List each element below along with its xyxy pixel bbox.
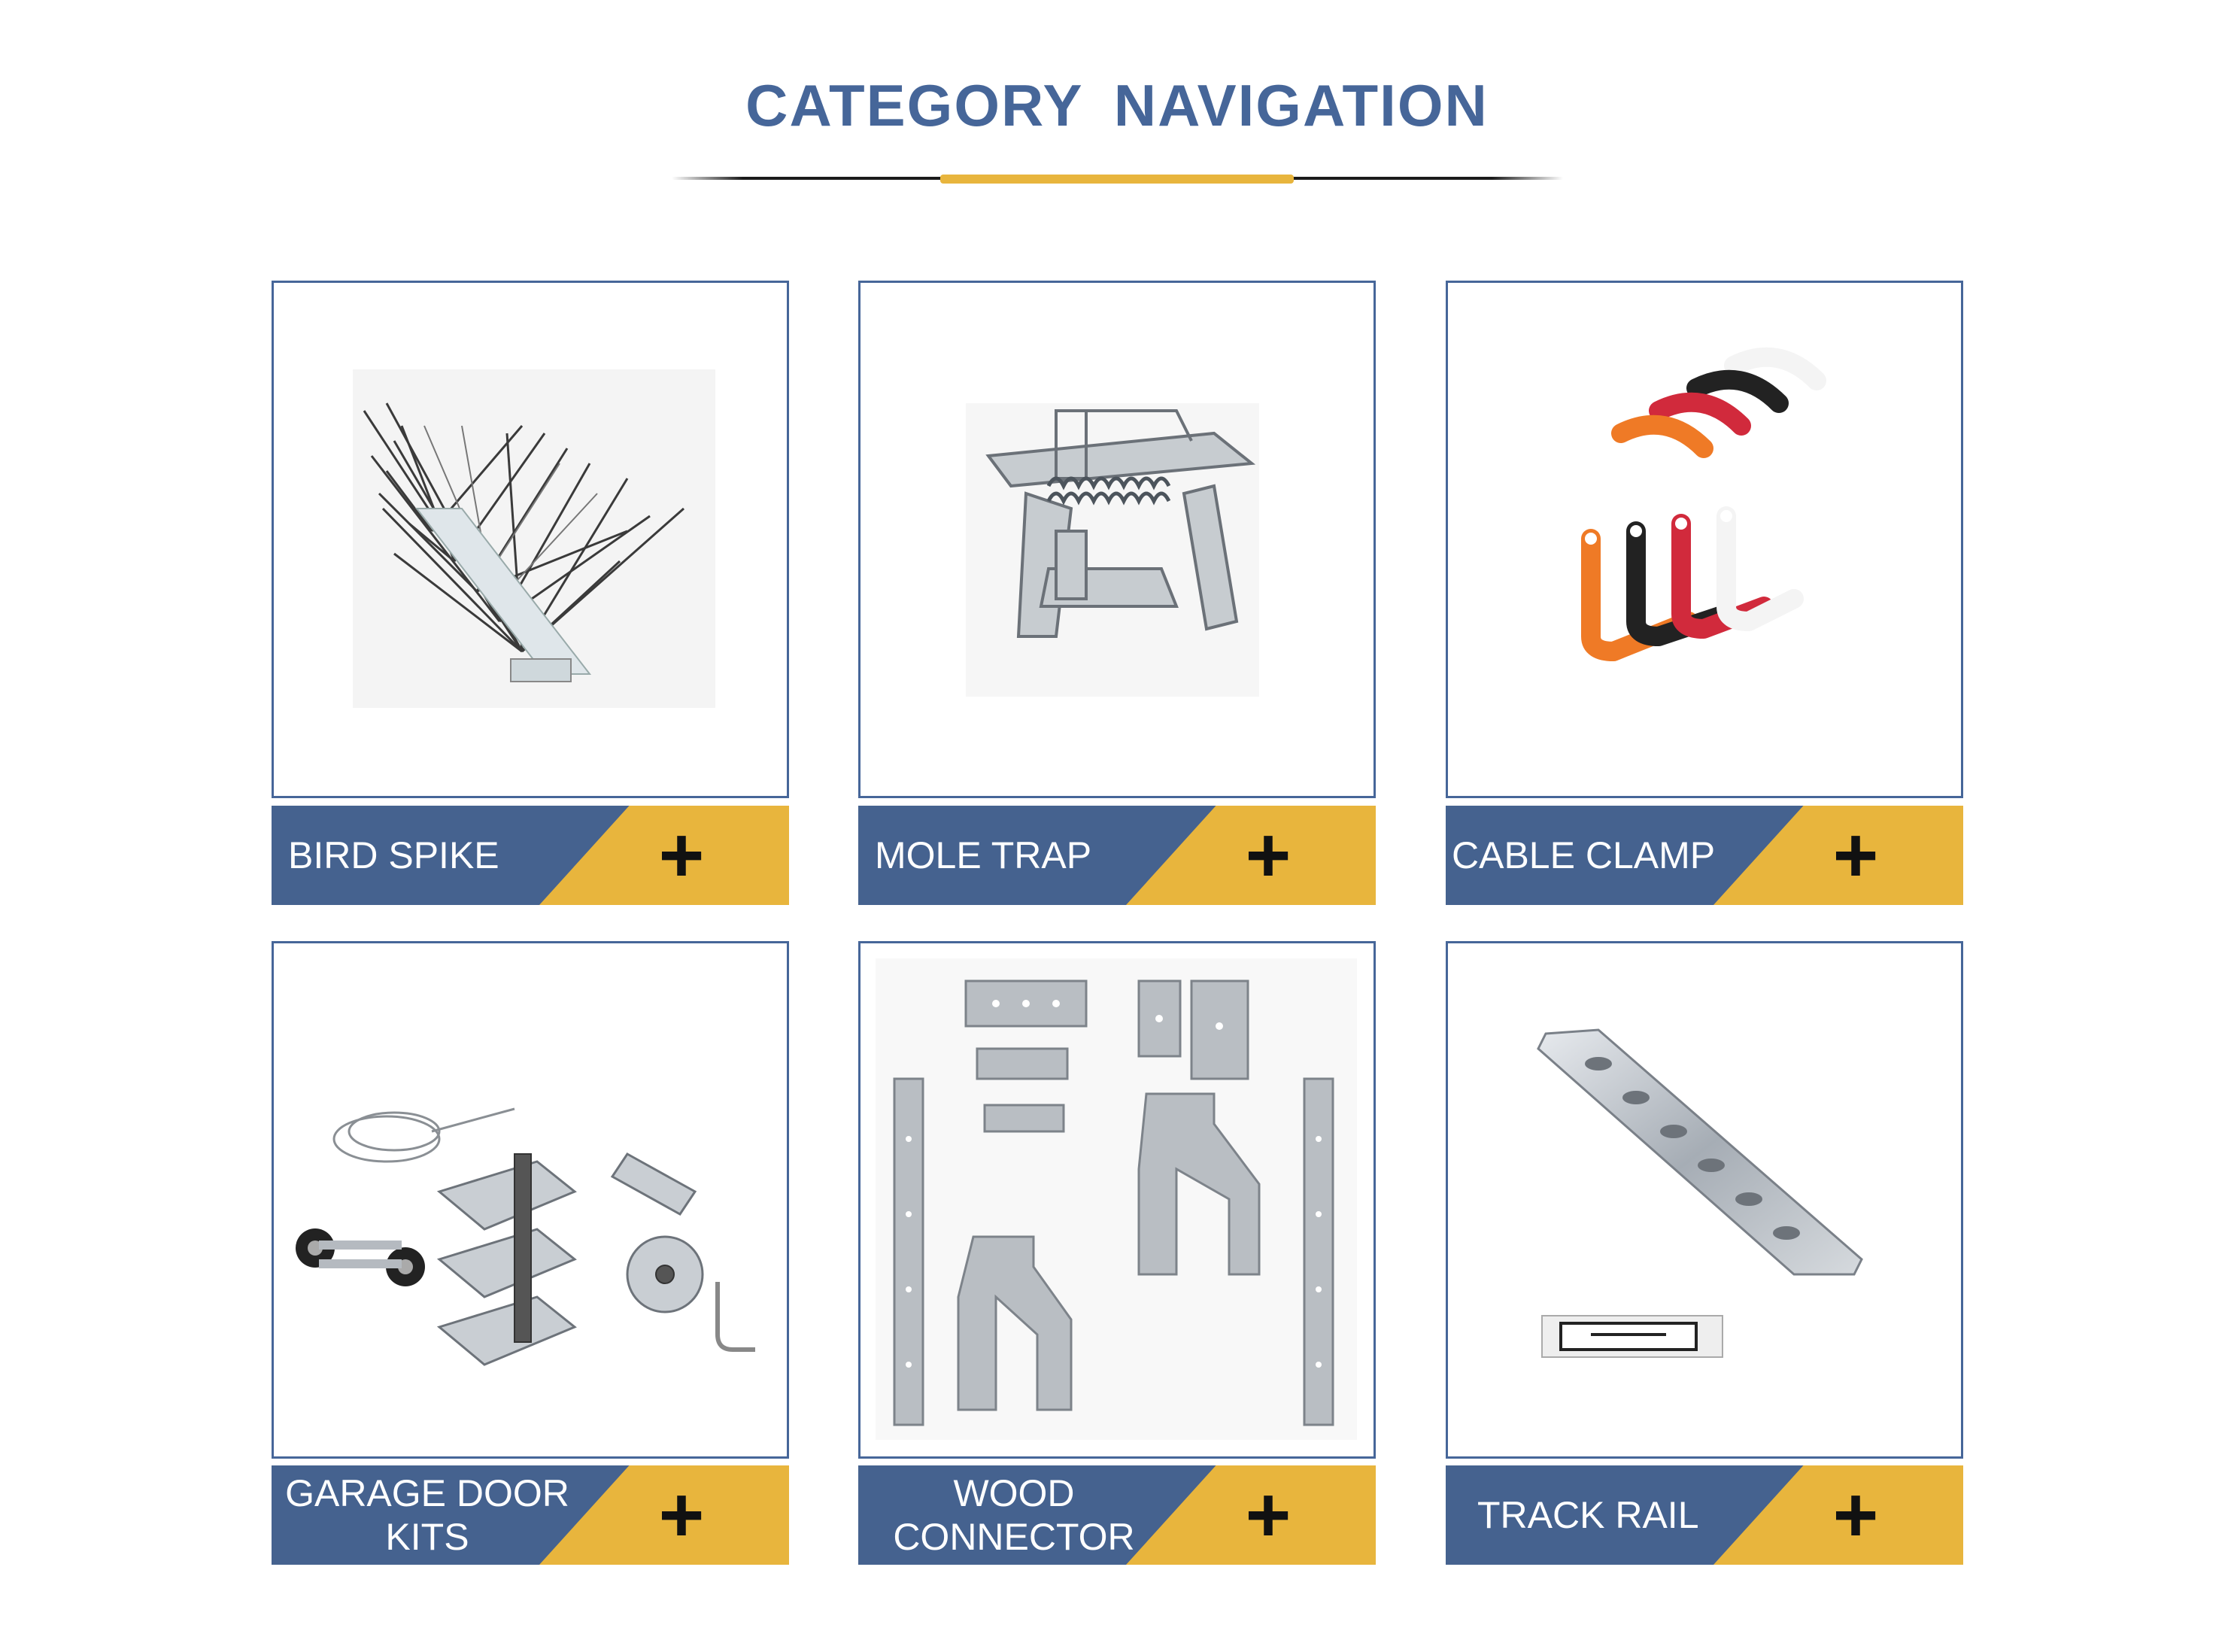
card-garage-door-kits[interactable] bbox=[272, 941, 789, 1459]
page-title: CATEGORY NAVIGATION bbox=[745, 72, 1489, 138]
garage-door-kits-image bbox=[296, 1107, 755, 1366]
divider-accent bbox=[940, 175, 1294, 184]
card-bird-spike[interactable] bbox=[272, 281, 789, 798]
category-bar-bird-spike[interactable]: BIRD SPIKE + bbox=[272, 806, 789, 905]
bird-spike-image bbox=[353, 369, 715, 708]
category-bar-track-rail[interactable]: TRACK RAIL + bbox=[1446, 1465, 1963, 1565]
category-label[interactable]: CABLE CLAMP bbox=[1452, 834, 1716, 876]
category-label[interactable]: TRACK RAIL bbox=[1477, 1494, 1699, 1536]
expand-plus-icon[interactable]: + bbox=[1832, 812, 1879, 899]
category-bar-cable-clamp[interactable]: CABLE CLAMP + bbox=[1446, 806, 1963, 905]
category-label[interactable]: GARAGE DOOR KITS bbox=[285, 1472, 569, 1558]
category-bar-mole-trap[interactable]: MOLE TRAP + bbox=[858, 806, 1376, 905]
expand-plus-icon[interactable]: + bbox=[658, 812, 705, 899]
expand-plus-icon[interactable]: + bbox=[658, 1471, 705, 1559]
mole-trap-image bbox=[966, 403, 1259, 697]
category-label[interactable]: BIRD SPIKE bbox=[288, 834, 499, 876]
expand-plus-icon[interactable]: + bbox=[1832, 1471, 1879, 1559]
category-label[interactable]: WOOD CONNECTOR bbox=[893, 1472, 1135, 1558]
category-bar-wood-connector[interactable]: WOOD CONNECTOR + bbox=[858, 1465, 1376, 1565]
card-wood-connector[interactable] bbox=[858, 941, 1376, 1459]
title-divider bbox=[672, 175, 1563, 184]
card-cable-clamp[interactable] bbox=[1446, 281, 1963, 798]
category-label[interactable]: MOLE TRAP bbox=[875, 834, 1092, 876]
track-rail-image bbox=[1537, 1028, 1863, 1358]
card-mole-trap[interactable] bbox=[858, 281, 1376, 798]
expand-plus-icon[interactable]: + bbox=[1245, 812, 1292, 899]
expand-plus-icon[interactable]: + bbox=[1245, 1471, 1292, 1559]
wood-connector-image bbox=[876, 958, 1357, 1440]
cable-clamp-image bbox=[1581, 347, 1826, 661]
category-bar-garage-door-kits[interactable]: GARAGE DOOR KITS + bbox=[272, 1465, 789, 1565]
card-track-rail[interactable] bbox=[1446, 941, 1963, 1459]
